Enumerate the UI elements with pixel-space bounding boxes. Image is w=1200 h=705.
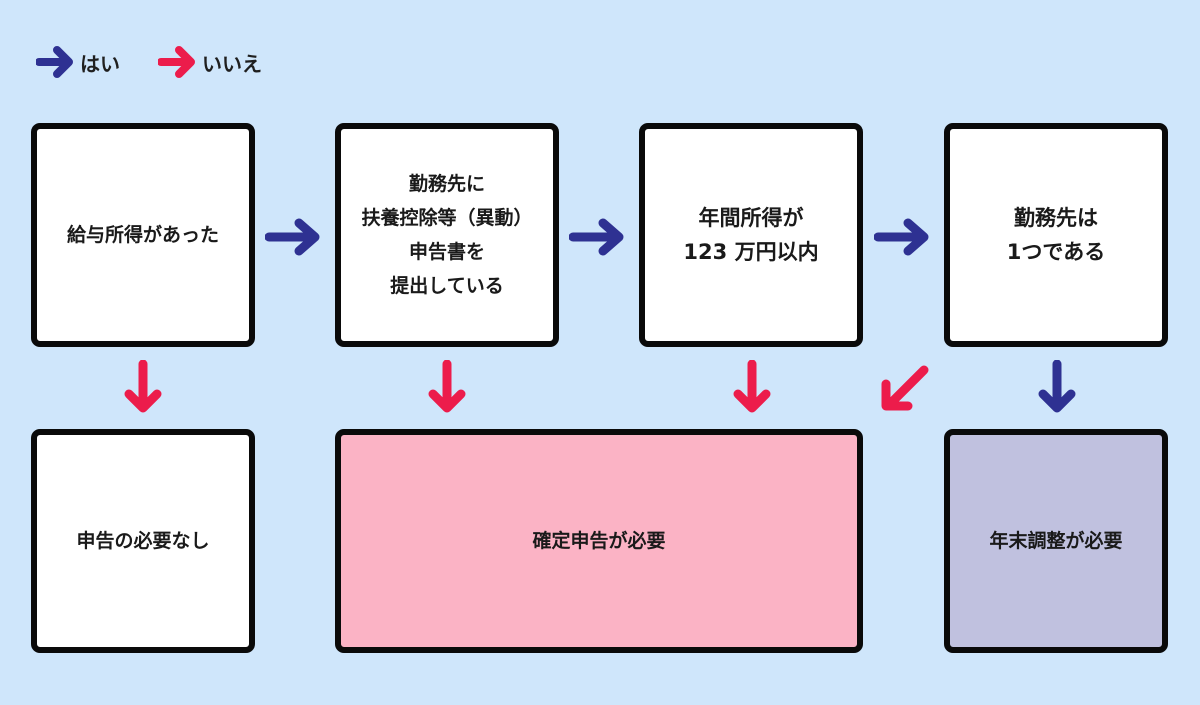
yes-arrow-down-icon bbox=[1038, 360, 1076, 413]
yes-arrow-right-icon bbox=[569, 218, 624, 256]
question-text: 勤務先に 扶養控除等（異動） 申告書を 提出している bbox=[361, 173, 533, 297]
question-text: 勤務先は 1つである bbox=[1006, 206, 1106, 264]
result-text: 確定申告が必要 bbox=[532, 530, 666, 552]
question-box-single-employer: 勤務先は 1つである bbox=[944, 123, 1168, 347]
result-text: 年末調整が必要 bbox=[989, 530, 1123, 552]
question-box-annual-income: 年間所得が 123 万円以内 bbox=[639, 123, 863, 347]
result-box-year-end-adjustment: 年末調整が必要 bbox=[944, 429, 1168, 653]
yes-arrow-right-icon bbox=[874, 218, 929, 256]
question-box-dependent-form: 勤務先に 扶養控除等（異動） 申告書を 提出している bbox=[335, 123, 559, 347]
result-box-tax-return-required: 確定申告が必要 bbox=[335, 429, 863, 653]
no-arrow-down-icon bbox=[428, 360, 466, 413]
legend-yes-label: はい bbox=[80, 52, 120, 76]
result-box-no-filing: 申告の必要なし bbox=[31, 429, 255, 653]
no-arrow-down-icon bbox=[733, 360, 771, 413]
blue-right-arrow-icon bbox=[36, 46, 73, 78]
no-arrow-down-left-icon bbox=[881, 365, 929, 411]
question-box-salary-income: 給与所得があった bbox=[31, 123, 255, 347]
legend-no-label: いいえ bbox=[202, 52, 262, 76]
red-right-arrow-icon bbox=[158, 46, 195, 78]
result-text: 申告の必要なし bbox=[76, 530, 210, 552]
question-text: 年間所得が 123 万円以内 bbox=[683, 206, 819, 264]
yes-arrow-right-icon bbox=[265, 218, 320, 256]
question-text: 給与所得があった bbox=[66, 224, 219, 246]
no-arrow-down-icon bbox=[124, 360, 162, 413]
